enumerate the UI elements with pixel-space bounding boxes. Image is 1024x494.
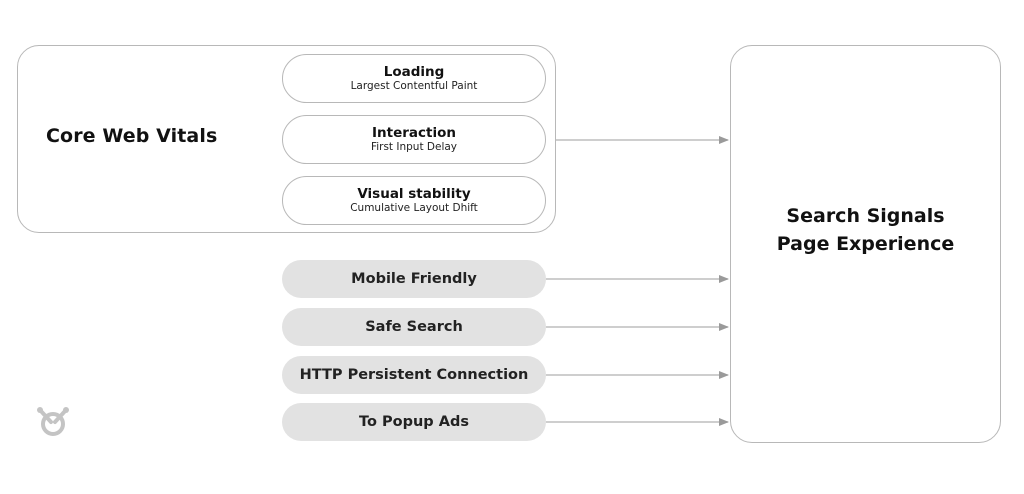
core-web-vitals-group xyxy=(17,45,556,233)
metric-loading: Loading Largest Contentful Paint xyxy=(282,54,546,103)
metric-subtitle: First Input Delay xyxy=(370,141,458,153)
metric-name: Visual stability xyxy=(357,186,471,202)
signal-http-persistent-connection: HTTP Persistent Connection xyxy=(282,356,546,394)
signal-mobile-friendly: Mobile Friendly xyxy=(282,260,546,298)
target-title-line1: Search Signals xyxy=(786,205,945,227)
metric-visual-stability: Visual stability Cumulative Layout Dhift xyxy=(282,176,546,225)
search-signals-box: Search Signals Page Experience xyxy=(730,45,1001,443)
brand-mark-icon xyxy=(37,407,69,436)
metric-subtitle: Largest Contentful Paint xyxy=(350,80,478,92)
signal-popup-ads: To Popup Ads xyxy=(282,403,546,441)
metric-name: Loading xyxy=(383,64,445,80)
core-web-vitals-title: Core Web Vitals xyxy=(46,125,218,147)
metric-interaction: Interaction First Input Delay xyxy=(282,115,546,164)
metric-name: Interaction xyxy=(372,125,456,141)
metric-subtitle: Cumulative Layout Dhift xyxy=(350,202,478,214)
target-title-line2: Page Experience xyxy=(776,233,955,255)
signal-safe-search: Safe Search xyxy=(282,308,546,346)
